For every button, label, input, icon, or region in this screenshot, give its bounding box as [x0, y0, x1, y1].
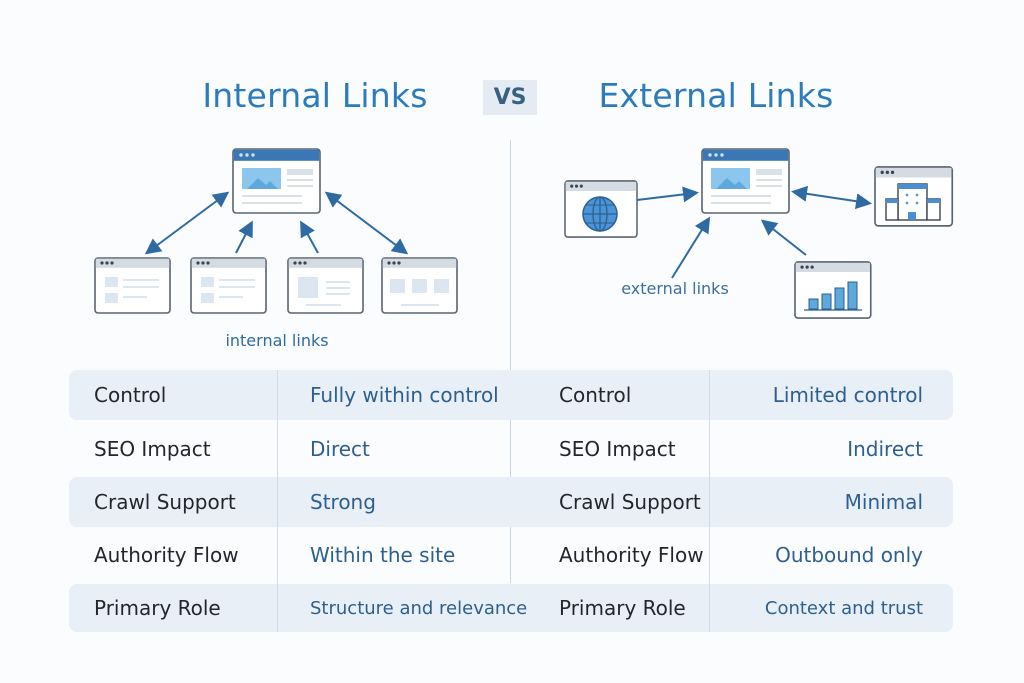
- table-row: SEO Impact Direct SEO Impact Indirect: [69, 424, 953, 474]
- external-row-label: Authority Flow: [559, 543, 704, 567]
- link-arrow: [235, 220, 253, 254]
- link-arrow: [791, 185, 872, 210]
- globe-site-icon: [564, 180, 638, 238]
- external-row-label: Crawl Support: [559, 490, 701, 514]
- internal-row-label: Control: [94, 383, 167, 407]
- external-links-title: External Links: [598, 76, 834, 115]
- internal-row-label: SEO Impact: [94, 437, 211, 461]
- vs-badge: VS: [483, 80, 537, 115]
- external-row-value: Minimal: [844, 490, 923, 514]
- internal-subpage-icon: [94, 257, 171, 314]
- table-row: Crawl Support Strong Crawl Support Minim…: [69, 477, 953, 527]
- internal-row-value: Structure and relevance: [310, 597, 528, 619]
- internal-row-label: Crawl Support: [94, 490, 236, 514]
- internal-links-title: Internal Links: [202, 76, 428, 115]
- table-row: Control Fully within control Control Lim…: [69, 370, 953, 420]
- link-arrow: [760, 219, 807, 256]
- internal-subpage-icon: [381, 257, 458, 314]
- external-row-value: Context and trust: [764, 597, 923, 619]
- link-arrow: [671, 216, 711, 279]
- external-row-label: Primary Role: [559, 596, 686, 620]
- column-divider: [709, 370, 710, 632]
- building-site-icon: [874, 166, 954, 227]
- link-arrow: [300, 220, 319, 254]
- table-row: Primary Role Structure and relevance Pri…: [69, 584, 953, 632]
- internal-row-value: Strong: [310, 490, 376, 514]
- internal-row-value: Within the site: [310, 543, 456, 567]
- external-links-caption: external links: [621, 279, 729, 298]
- center-divider: [510, 140, 511, 583]
- link-arrow: [636, 186, 699, 203]
- table-row: Authority Flow Within the site Authority…: [69, 530, 953, 580]
- internal-subpage-icon: [287, 257, 364, 314]
- external-row-label: Control: [559, 383, 632, 407]
- external-row-label: SEO Impact: [559, 437, 676, 461]
- internal-row-value: Fully within control: [310, 383, 499, 407]
- internal-links-caption: internal links: [225, 331, 329, 350]
- internal-subpage-icon: [190, 257, 267, 314]
- analytics-site-icon: [794, 261, 872, 319]
- internal-row-label: Primary Role: [94, 596, 221, 620]
- external-row-value: Limited control: [772, 383, 923, 407]
- internal-main-page-icon: [232, 148, 321, 214]
- column-divider: [277, 370, 278, 632]
- external-main-page-icon: [701, 148, 790, 214]
- link-arrow: [324, 191, 409, 255]
- external-row-value: Outbound only: [775, 543, 923, 567]
- internal-row-label: Authority Flow: [94, 543, 239, 567]
- link-arrow: [144, 191, 230, 255]
- internal-row-value: Direct: [310, 437, 370, 461]
- external-row-value: Indirect: [847, 437, 923, 461]
